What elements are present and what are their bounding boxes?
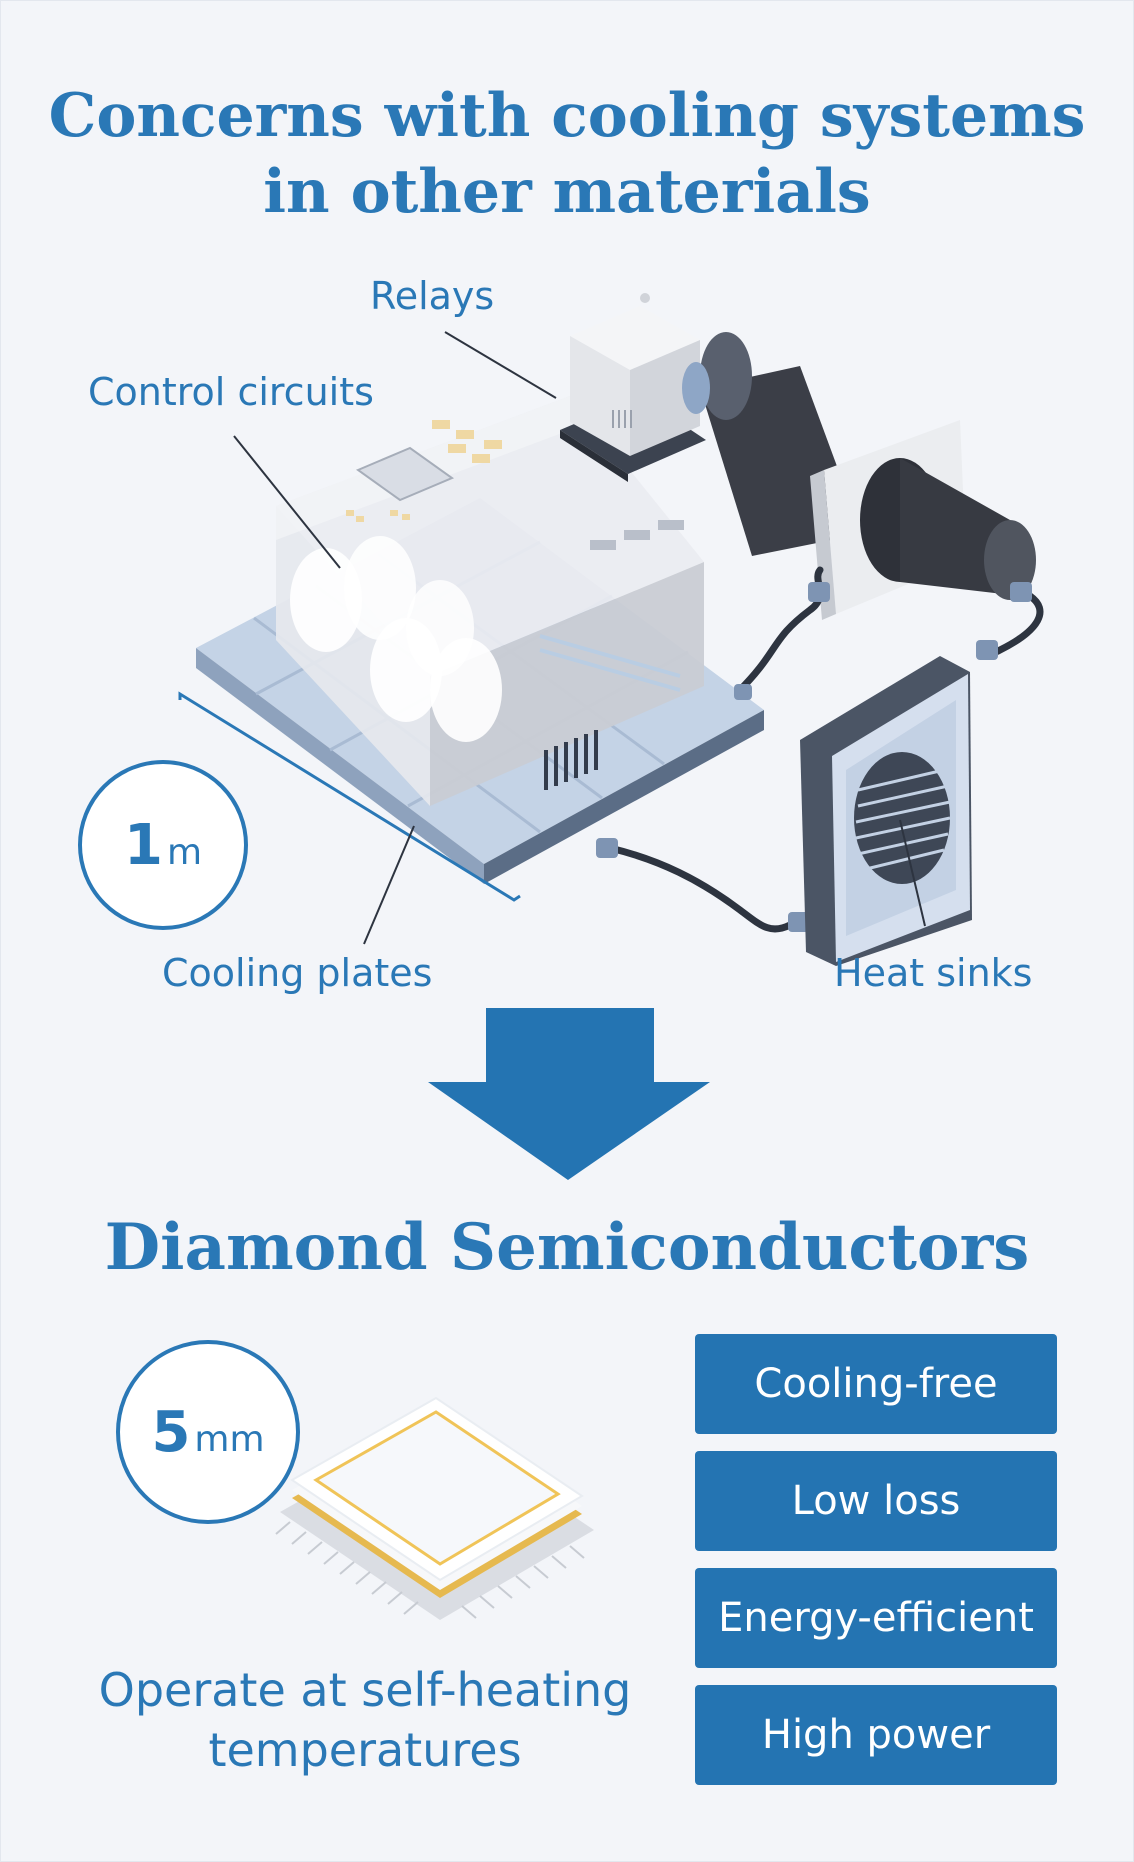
size-badge-5mm: 5 mm	[116, 1340, 300, 1524]
relays-graphic	[560, 293, 706, 482]
chip-caption: Operate at self-heating temperatures	[60, 1660, 670, 1780]
cooling-system-illustration	[178, 293, 1044, 966]
label-heat-sinks: Heat sinks	[834, 951, 1033, 995]
label-control-circuits: Control circuits	[88, 370, 374, 414]
page-title: Concerns with cooling systems in other m…	[0, 78, 1134, 230]
control-circuits-graphic	[276, 396, 704, 806]
caption-line-2: temperatures	[208, 1723, 522, 1777]
caption-line-1: Operate at self-heating	[98, 1663, 632, 1717]
size-badge-5mm-unit: mm	[194, 1418, 265, 1460]
label-relays: Relays	[370, 274, 495, 318]
size-badge-1m: 1 m	[78, 760, 248, 930]
size-bracket	[178, 691, 521, 902]
size-badge-1m-unit: m	[166, 831, 203, 873]
label-cooling-plates: Cooling plates	[162, 951, 433, 995]
feature-cooling-free: Cooling-free	[695, 1334, 1057, 1434]
leader-lines	[233, 331, 926, 945]
feature-high-power: High power	[695, 1685, 1057, 1785]
title-line-2: in other materials	[263, 157, 871, 227]
section-title: Diamond Semiconductors	[104, 1210, 1030, 1285]
feature-low-loss: Low loss	[695, 1451, 1057, 1551]
size-badge-5mm-value: 5	[151, 1399, 191, 1465]
feature-energy-efficient: Energy-efficient	[695, 1568, 1057, 1668]
motor-graphic	[682, 332, 1036, 620]
size-badge-1m-value: 1	[123, 812, 163, 878]
heat-sink-graphic	[800, 656, 972, 966]
title-line-1: Concerns with cooling systems	[48, 81, 1086, 151]
